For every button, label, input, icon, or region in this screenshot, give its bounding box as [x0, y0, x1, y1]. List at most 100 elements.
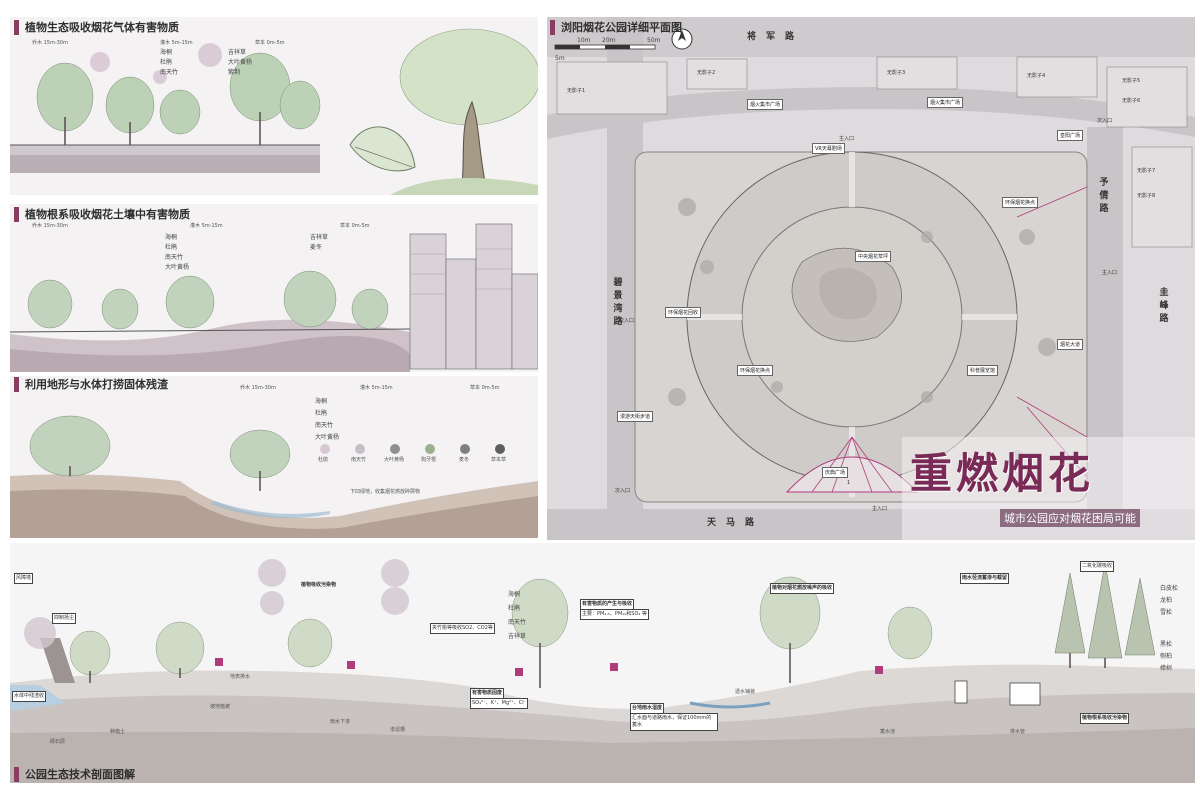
col-label-herb: 草本 0m-5m: [255, 40, 285, 46]
scale-20m: 20m: [602, 37, 616, 44]
planting-label: 种植土: [110, 729, 126, 735]
col-label-herb: 草本 0m-5m: [340, 223, 370, 229]
building-label: 无影子8: [1137, 193, 1156, 199]
panel-terrain-heading: 利用地形与水体打捞固体残渣: [14, 376, 168, 392]
col-label-shrub: 灌木 5m-15m: [160, 40, 193, 46]
right-plant: 雪松: [1160, 609, 1173, 616]
building-label: 无影子5: [1122, 78, 1141, 84]
legend-label: 狗牙根: [421, 457, 437, 463]
building-label: 无影子6: [1122, 98, 1141, 104]
road-west-name: 碧景湾路: [613, 278, 623, 327]
plan-title: 浏阳烟花公园详细平面图: [561, 21, 682, 34]
pollutant-detail: 主要：PM₂.₅、PM₁₀和SO₂ 等: [580, 609, 649, 620]
heading-bar: [550, 19, 555, 35]
plant-name: 杜鹃: [160, 59, 173, 66]
legend-label: 麦冬: [459, 457, 470, 463]
road-east2-name: 圭峰路: [1159, 288, 1169, 324]
mark-co2-label: 二氧化碳吸收: [1080, 561, 1115, 572]
entrance-label: 次入口: [615, 488, 631, 494]
col-label-tree: 乔木 15m-30m: [32, 40, 68, 46]
gravel-label: 砾石层: [50, 739, 66, 745]
plaza-fireworks-avenue: 烟花大道: [1057, 339, 1084, 350]
plant-name: 大叶黄杨: [228, 59, 253, 66]
master-plan: 5m 10m 20m 50m 将军路 天马路 碧景湾路 予倩路 圭峰路 烟火集市…: [547, 17, 1195, 540]
plant-name: 海桐: [160, 49, 173, 56]
plaza-fireworks-market-1: 烟火集市广场: [747, 99, 784, 110]
scale-50m: 50m: [647, 37, 661, 44]
heading-bar: [14, 376, 19, 392]
plant-name: 杜鹃: [315, 410, 328, 417]
panel-gas-illustration: [10, 28, 538, 195]
plaza-eco-recycle: 环保烟花回收: [665, 307, 702, 318]
legend-dot: [495, 444, 505, 454]
plan-drawing: [547, 28, 1195, 540]
plaza-huangyang: 皇阳广场: [1057, 130, 1084, 141]
plaza-number: 1: [847, 480, 851, 486]
noise-label: 植物对烟花燃放噪声的吸收: [770, 583, 835, 594]
side-plant: 南天竹: [508, 619, 527, 626]
building-label: 无影子7: [1137, 168, 1156, 174]
plant-name: 吉祥草: [228, 49, 247, 56]
section-illustration: [10, 559, 1195, 783]
road-north: [547, 17, 1195, 57]
side-plant: 吉祥草: [508, 633, 527, 640]
project-subtitle: 城市公园应对烟花困局可能: [1000, 509, 1140, 527]
col-label-herb: 草本 0m-5m: [470, 385, 500, 391]
cloud-control-label: 夹竹桃等吸收SO2、CO2等: [430, 623, 495, 634]
plaza-eco-exchange-2: 环保烟花换点: [737, 365, 774, 376]
panel-gas-absorption: 乔木 15m-30m 灌木 5m-15m 草本 0m-5m 海桐 杜鹃 南天竹 …: [10, 17, 538, 195]
panel-terrain-illustration: [10, 415, 538, 538]
plaza-central-lawn: 中央烟花草坪: [855, 251, 892, 262]
plant-name: 吉祥草: [310, 234, 329, 241]
plaza-eco-exchange-1: 环保烟花换点: [1002, 197, 1039, 208]
infiltration-label: 雨水下渗: [330, 719, 351, 725]
windbreak-label: 风障墙: [14, 573, 34, 584]
panel-terrain-water: 乔木 15m-30m 灌木 5m-15m 草本 0m-5m 海桐 杜鹃 南天竹 …: [10, 376, 538, 538]
plan-heading: 浏阳烟花公园详细平面图: [550, 19, 682, 35]
road-north-name: 将军路: [747, 32, 805, 42]
plaza-fireworks-market-2: 烟火集市广场: [927, 97, 964, 108]
section-heading: 公园生态技术剖面图解: [14, 766, 135, 782]
right-plant: 侧柏: [1160, 653, 1173, 660]
plaza-walkway: 漫游天街步道: [617, 411, 654, 422]
rainwater-label: 雨水径流蓄渗与截留: [960, 573, 1010, 584]
legend-dot: [355, 444, 365, 454]
plant-name: 海桐: [315, 398, 328, 405]
building-label: 无影子3: [887, 70, 906, 76]
building-label: 无影子2: [697, 70, 716, 76]
panel-soil-absorption: 乔木 15m-30m 灌木 5m-15m 草本 0m-5m 海桐 杜鹃 南天竹 …: [10, 204, 538, 372]
road-east-name: 予倩路: [1099, 178, 1109, 214]
panel-soil-heading: 植物根系吸收烟花土壤中有害物质: [14, 206, 190, 222]
heading-bar: [14, 206, 19, 222]
suppress-label: 抑制扬尘: [52, 613, 77, 624]
right-plant: 白皮松: [1160, 585, 1179, 592]
legend-label: 草本草: [491, 457, 507, 463]
entrance-label: 次入口: [1097, 118, 1113, 124]
panel-soil-illustration: [10, 223, 538, 372]
plant-name: 麦冬: [310, 244, 323, 251]
col-label-shrub: 灌木 5m-15m: [360, 385, 393, 391]
legend-dot: [460, 444, 470, 454]
legend-dot: [390, 444, 400, 454]
right-plant: 黑松: [1160, 641, 1173, 648]
legend-label: 杜鹃: [318, 457, 329, 463]
channel-label: 渗滤槽: [390, 727, 406, 733]
pipe-label: 排水管: [1010, 729, 1026, 735]
road-south-name: 天马路: [707, 518, 765, 528]
building-label: 无影子4: [1027, 73, 1046, 79]
building-label: 无影子1: [567, 88, 586, 94]
plant-name: 杜鹃: [165, 244, 178, 251]
root-absorb-label: 植物根系吸收污染物: [1080, 713, 1130, 724]
plant-name: 大叶黄杨: [165, 264, 190, 271]
plaza-celebration: 庆典广场: [822, 467, 849, 478]
legend-label: 南天竹: [351, 457, 367, 463]
legend-dot: [425, 444, 435, 454]
right-plant: 龙柏: [1160, 597, 1173, 604]
plaza-science-hall: 科普展览馆: [967, 365, 999, 376]
col-label-tree: 乔木 15m-30m: [240, 385, 276, 391]
water-edge-label: 水体中残渣收: [12, 691, 47, 702]
scale-5m: 5m: [555, 55, 565, 62]
storage-label: 蓄水池: [880, 729, 896, 735]
entrance-label: 主入口: [1102, 270, 1118, 276]
panel-terrain-note: 下凹绿地，收集烟花燃放碎屑物: [350, 489, 421, 495]
